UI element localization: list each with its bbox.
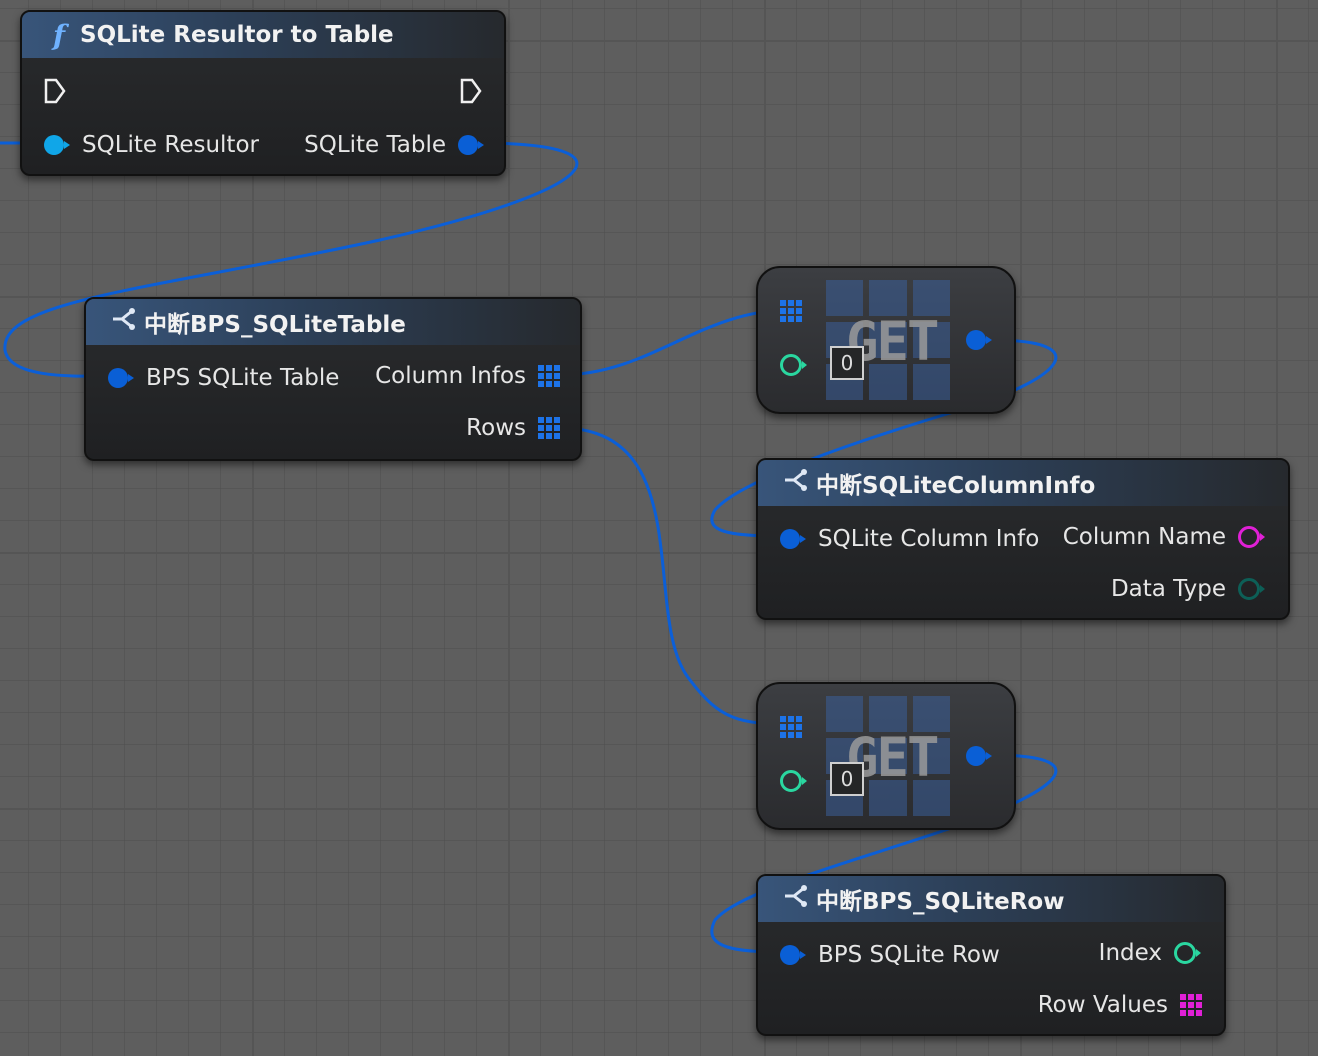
- struct-input-pin[interactable]: [108, 368, 134, 388]
- resultor-input-pin[interactable]: [44, 135, 70, 155]
- pin-label: Column Name: [1062, 524, 1226, 550]
- node-break-sqlite-table[interactable]: 中断BPS_SQLiteTable BPS SQLite Table Colum…: [84, 297, 582, 461]
- wire-table-to-break: [3, 141, 579, 378]
- break-struct-icon: [780, 467, 810, 499]
- int-output-pin[interactable]: [1174, 942, 1201, 964]
- string-array-output-pin-icon[interactable]: [1180, 994, 1202, 1016]
- break-struct-icon: [108, 306, 138, 338]
- pin-label: SQLite Resultor: [82, 132, 259, 158]
- pin-label: Data Type: [1110, 576, 1226, 602]
- index-input-pin[interactable]: [780, 354, 807, 376]
- wire-get2-to-row: [710, 753, 1058, 954]
- struct-input-pin[interactable]: [780, 945, 806, 965]
- node-header[interactable]: 中断SQLiteColumnInfo: [758, 460, 1288, 506]
- array-output-pin-icon[interactable]: [538, 417, 560, 439]
- table-output-pin[interactable]: [458, 135, 484, 155]
- array-get-background-icon: [826, 280, 950, 400]
- node-title: SQLite Resultor to Table: [80, 22, 394, 48]
- node-header[interactable]: 中断BPS_SQLiteRow: [758, 876, 1224, 922]
- pin-label: SQLite Table: [304, 132, 446, 158]
- pin-label: Index: [1098, 940, 1162, 966]
- node-title: 中断SQLiteColumnInfo: [816, 473, 1096, 499]
- element-output-pin[interactable]: [966, 330, 992, 350]
- node-title: 中断BPS_SQLiteRow: [816, 889, 1065, 915]
- wire-get1-to-columninfo: [710, 338, 1058, 538]
- pin-label: Column Infos: [375, 363, 526, 389]
- index-input-pin[interactable]: [780, 770, 807, 792]
- element-output-pin[interactable]: [966, 746, 992, 766]
- index-field[interactable]: 0: [830, 346, 864, 380]
- struct-input-pin[interactable]: [780, 529, 806, 549]
- pin-label: SQLite Column Info: [818, 526, 1040, 552]
- pin-label: BPS SQLite Row: [818, 942, 1000, 968]
- exec-out-pin-icon[interactable]: [460, 78, 482, 104]
- string-output-pin[interactable]: [1238, 526, 1265, 548]
- break-struct-icon: [780, 883, 810, 915]
- node-break-sqlite-row[interactable]: 中断BPS_SQLiteRow BPS SQLite Row Index Row…: [756, 874, 1226, 1036]
- function-icon: f: [52, 18, 66, 52]
- enum-output-pin[interactable]: [1238, 578, 1265, 600]
- pin-label: Rows: [466, 415, 526, 441]
- array-output-pin-icon[interactable]: [538, 365, 560, 387]
- array-input-pin-icon[interactable]: [780, 300, 802, 322]
- node-sqlite-resultor-to-table[interactable]: f SQLite Resultor to Table SQLite Result…: [20, 10, 506, 176]
- wire-rows-to-get2: [559, 426, 791, 726]
- index-field[interactable]: 0: [830, 762, 864, 796]
- array-input-pin-icon[interactable]: [780, 716, 802, 738]
- exec-in-pin-icon[interactable]: [44, 78, 66, 104]
- pin-label: Row Values: [1037, 992, 1168, 1018]
- node-array-get[interactable]: GET 0: [756, 682, 1016, 830]
- node-array-get[interactable]: GET 0: [756, 266, 1016, 414]
- node-title: 中断BPS_SQLiteTable: [144, 312, 406, 338]
- node-header[interactable]: f SQLite Resultor to Table: [22, 12, 504, 58]
- pin-label: BPS SQLite Table: [146, 365, 340, 391]
- node-header[interactable]: 中断BPS_SQLiteTable: [86, 299, 580, 345]
- node-break-column-info[interactable]: 中断SQLiteColumnInfo SQLite Column Info Co…: [756, 458, 1290, 620]
